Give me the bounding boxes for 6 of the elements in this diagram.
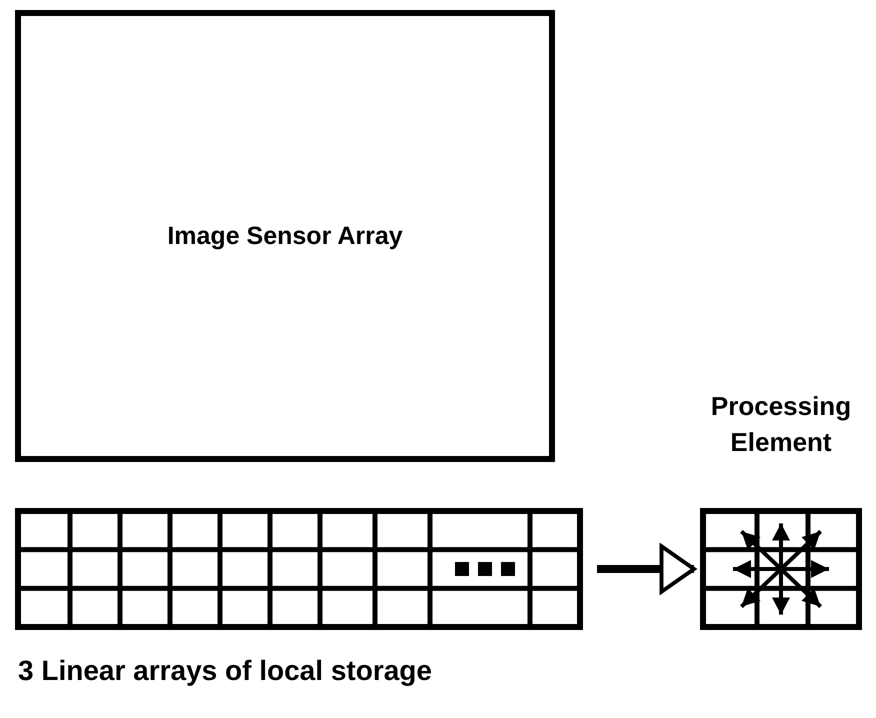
- node-caption: 3 Linear arrays of local storage: [18, 655, 432, 687]
- hollow-arrow: [597, 544, 696, 594]
- node-label: Image Sensor Array: [167, 222, 403, 250]
- node-heading: Processing Element: [710, 390, 852, 459]
- sensor-array-box: [15, 10, 555, 462]
- storage-grid: [15, 508, 583, 630]
